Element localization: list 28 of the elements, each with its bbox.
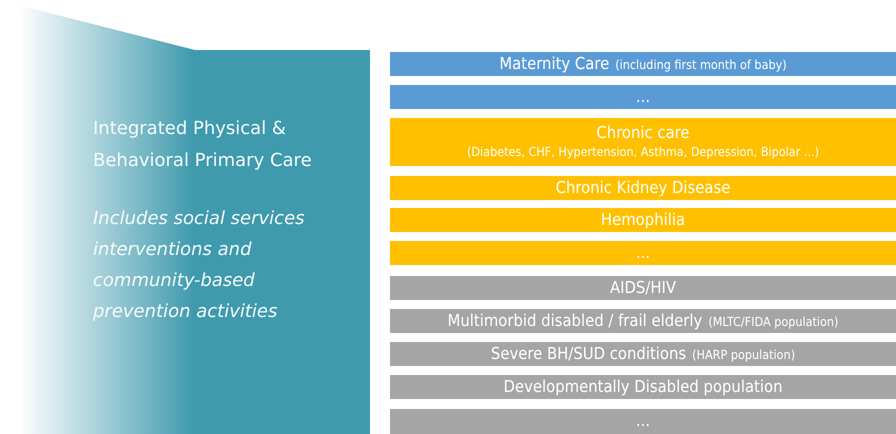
bar-title: Chronic Kidney Disease (556, 178, 730, 198)
population-bar (390, 309, 896, 333)
bar-title: ... (636, 411, 650, 431)
population-bar (390, 342, 896, 366)
bar-title: Severe BH/SUD conditions (490, 344, 686, 364)
population-bar (390, 52, 896, 76)
population-bar (390, 241, 896, 265)
population-bar (390, 409, 896, 434)
bar-title: Multimorbid disabled / frail elderly (448, 311, 702, 331)
bar-note: (including first month of baby) (615, 56, 787, 74)
bar-note: (MLTC/FIDA population) (708, 313, 838, 331)
bar-note: (Diabetes, CHF, Hypertension, Asthma, Depression, Bipolar ...) (467, 143, 819, 161)
population-bar (390, 375, 896, 399)
panel-description: Includes social services interventions and community-based prevention activities (93, 207, 306, 324)
population-bar (390, 176, 896, 200)
bar-title: ... (636, 87, 650, 107)
population-bar (390, 118, 896, 166)
bar-note: (HARP population) (692, 346, 796, 364)
bar-title: ... (636, 243, 650, 263)
bar-title: Developmentally Disabled population (504, 377, 782, 397)
bar-title: AIDS/HIV (610, 278, 676, 298)
panel-heading: Integrated Physical & Behavioral Primary Care (93, 117, 313, 173)
population-bar (390, 276, 896, 300)
bar-title: Hemophilia (600, 210, 686, 230)
population-bar (390, 208, 896, 232)
population-bar (390, 85, 896, 109)
bar-title: Maternity Care (499, 54, 610, 74)
bar-title: Chronic care (596, 123, 690, 143)
